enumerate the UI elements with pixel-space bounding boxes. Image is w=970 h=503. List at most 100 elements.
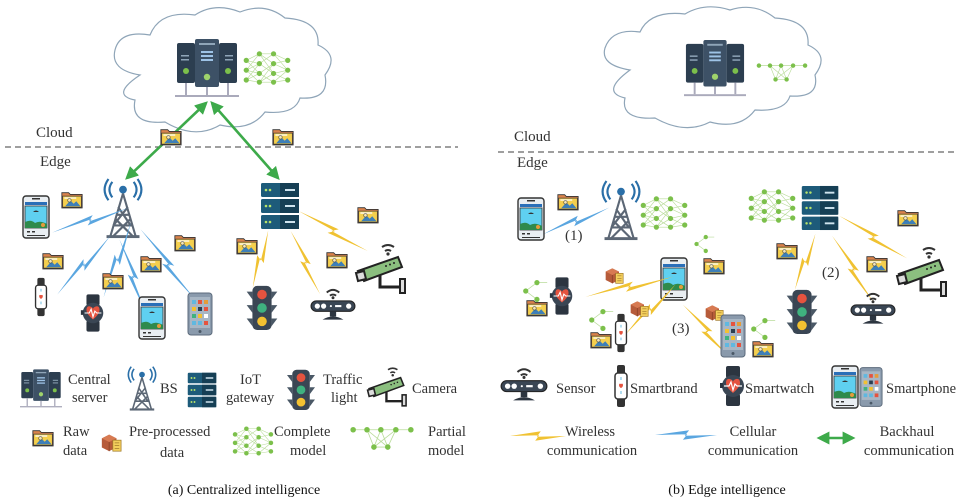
legend-label: Complete	[274, 424, 330, 440]
smartphone-icon	[517, 197, 545, 241]
raw-data-icon	[140, 256, 162, 273]
bs-icon	[103, 178, 143, 240]
raw-data-icon	[236, 238, 258, 255]
raw-data-icon	[357, 207, 379, 224]
legend-label: communication	[708, 443, 799, 459]
raw-data-icon	[897, 210, 919, 227]
legend-bs-icon	[127, 366, 157, 412]
raw-data-icon	[752, 341, 774, 358]
legend-label: Pre-processed	[129, 424, 211, 440]
iot-gateway-icon	[261, 183, 299, 229]
smartbrand-icon	[614, 313, 628, 353]
legend-label: communication	[864, 443, 955, 459]
smartphone-icon	[138, 296, 166, 340]
legend-label: Central	[68, 372, 111, 388]
raw-data-icon	[526, 300, 548, 317]
camera-icon	[354, 243, 407, 295]
legend-label: Raw	[63, 424, 90, 440]
raw-data-icon	[866, 256, 888, 273]
smartwatch-icon	[549, 276, 573, 316]
legend-label: Smartwatch	[745, 381, 815, 397]
raw-data-icon	[61, 192, 83, 209]
legend-label: communication	[547, 443, 638, 459]
legend-label: Smartphone	[886, 381, 956, 397]
legend-partial-model-icon	[349, 426, 415, 451]
legend-label: light	[331, 390, 358, 406]
wireless-link	[790, 232, 820, 292]
smartwatch-icon	[80, 293, 104, 333]
zone-label-edge: Edge	[40, 154, 71, 170]
legend-camera-icon	[366, 366, 408, 408]
legend-b: Sensor Smartbrand Smartwatch Smartphone …	[500, 364, 956, 459]
zone-label-edge: Edge	[517, 155, 548, 171]
legend-label: Wireless	[565, 424, 616, 440]
legend-a: Central server BS IoT gateway Traffic li…	[20, 366, 466, 461]
smartphone-icon	[720, 314, 746, 358]
legend-cellular-icon	[655, 430, 717, 440]
legend-label: Sensor	[556, 381, 596, 397]
legend-smartphone-icon	[859, 367, 883, 407]
marker-1: (1)	[565, 228, 583, 244]
cellular-links	[50, 203, 200, 317]
caption-a: (a) Centralized intelligence	[168, 483, 320, 498]
caption-b: (b) Edge intelligence	[668, 483, 785, 498]
complete-model-icon	[748, 188, 796, 224]
marker-3: (3)	[672, 321, 690, 337]
raw-data-icon	[102, 273, 124, 290]
legend-smartphone-icon	[831, 365, 859, 409]
legend-smartwatch-icon	[719, 365, 745, 407]
legend-raw-data-icon	[32, 430, 54, 447]
partial-model-icon	[588, 308, 614, 332]
legend-label: Camera	[412, 381, 458, 397]
legend-label: Backhaul	[880, 424, 935, 440]
zone-label-cloud: Cloud	[36, 125, 73, 141]
legend-label: data	[63, 443, 88, 459]
panel-centralized: Cloud Edge	[5, 7, 466, 498]
marker-2: (2)	[822, 265, 840, 281]
legend-wireless-icon	[510, 431, 566, 441]
wireless-link	[248, 229, 273, 290]
raw-data-icon	[326, 252, 348, 269]
raw-data-icon	[703, 258, 725, 275]
legend-label: model	[290, 443, 326, 459]
raw-data-icon	[776, 243, 798, 260]
raw-data-icon	[590, 332, 612, 349]
raw-data-icon	[174, 235, 196, 252]
camera-icon	[895, 246, 948, 298]
legend-traffic-light-icon	[287, 369, 315, 410]
smartphone-icon	[22, 195, 50, 239]
legend-label: server	[72, 390, 108, 406]
legend-label: data	[160, 445, 185, 461]
smartphone-icon	[187, 292, 213, 336]
legend-preprocessed-data-icon	[101, 434, 122, 452]
legend-label: Partial	[428, 424, 466, 440]
backhaul-link	[210, 101, 280, 180]
smartbrand-icon	[34, 277, 48, 317]
bs-icon	[601, 180, 641, 242]
traffic-light-icon	[786, 289, 818, 334]
partial-model-icon	[750, 317, 776, 341]
legend-smartbrand-icon	[614, 364, 628, 408]
legend-label: IoT	[240, 372, 261, 388]
raw-data-icon	[160, 129, 182, 146]
iot-gateway-icon	[801, 185, 839, 231]
legend-sensor-icon	[500, 368, 548, 402]
legend-label: BS	[160, 381, 178, 397]
sensor-icon	[850, 292, 896, 325]
preprocessed-data-icon	[605, 267, 624, 284]
legend-iot-gateway-icon	[187, 372, 217, 408]
legend-complete-model-icon	[232, 425, 274, 457]
complete-model-icon	[640, 195, 688, 231]
legend-label: Smartbrand	[630, 381, 698, 397]
legend-label: model	[428, 443, 464, 459]
raw-data-icon	[272, 129, 294, 146]
legend-label: gateway	[226, 390, 275, 406]
traffic-light-icon	[246, 285, 278, 330]
legend-central-server-icon	[20, 369, 62, 408]
wireless-link	[286, 229, 325, 297]
panel-edge: Cloud Edge (1) (2)	[498, 6, 956, 498]
raw-data-icon	[42, 253, 64, 270]
partial-model-icon	[522, 279, 548, 303]
partial-model-icon	[693, 234, 715, 254]
